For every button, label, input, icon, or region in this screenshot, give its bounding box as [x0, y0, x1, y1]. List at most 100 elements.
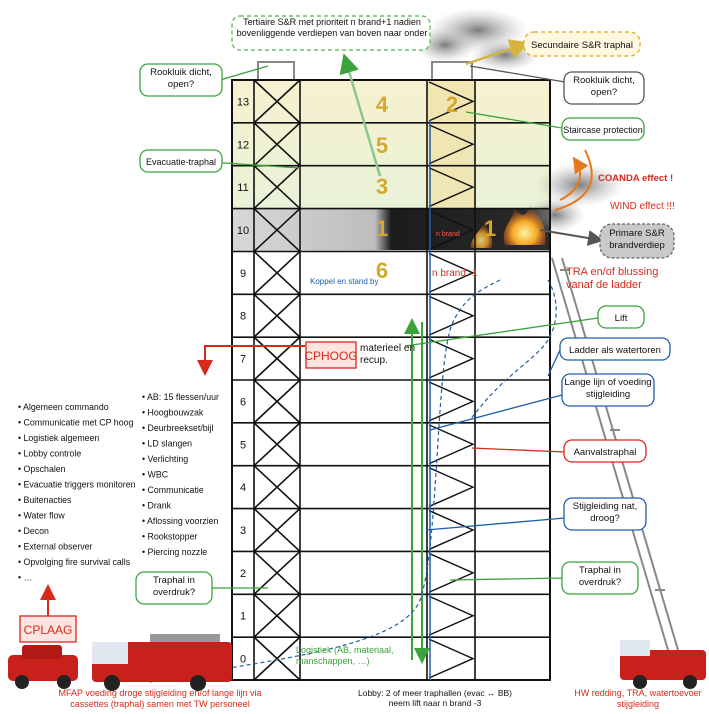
stair-right-floor-12: [428, 124, 475, 165]
n-brand-label: n brand: [436, 231, 460, 238]
tra-text: TRA en/of blussing vanaf de ladder: [566, 266, 659, 291]
list-item: • External observer: [18, 542, 93, 552]
rookluik-right-text: Rookluik dicht, open?: [573, 75, 635, 98]
callout-rookluik-left: Rookluik dicht, open?: [139, 63, 223, 97]
floor-number: 9: [240, 268, 246, 280]
priority-1-right: 1: [484, 216, 496, 241]
coanda-label: COANDA effect !: [598, 173, 673, 184]
hw-text: HW redding, TRA, watertoevoer stijgleidi…: [574, 688, 702, 709]
floor-number: 13: [237, 96, 249, 108]
list-item: • WBC: [142, 470, 169, 480]
list-item: • Logistiek algemeen: [18, 433, 99, 443]
floor-number: 1: [240, 611, 246, 623]
stair-left-floor-2: [253, 550, 301, 595]
list-item: • AB: 15 flessen/uur: [142, 392, 219, 402]
logistiek-text: Logistiek (AB, materiaal, manschappen, ……: [296, 645, 394, 666]
callout-evacuatie-traphal: Evacuatie-traphal: [139, 149, 223, 173]
stair-left-floor-3: [253, 507, 301, 553]
left-task-list: • Algemeen commando• Communicatie met CP…: [18, 402, 136, 583]
primary-text: Primare S&R brandverdiep: [609, 228, 665, 251]
fire-truck-right-icon: [620, 640, 706, 689]
stair-right-floor-3: [428, 509, 475, 551]
staircase-protection-text: Staircase protection: [563, 125, 643, 135]
fire-truck-left-icon: [8, 634, 232, 691]
stair-right-floor-9: [428, 252, 475, 293]
floor-number: 4: [240, 482, 246, 494]
mfap-text: MFAP voeding droge stijgleiding en/of la…: [58, 688, 262, 709]
tertiary-text: Tertiaire S&R met prioriteit n brand+1 n…: [236, 17, 428, 38]
stair-left-floor-8: [253, 293, 301, 338]
lange-lijn-text: Lange lijn of voeding stijgleiding: [564, 377, 652, 400]
stair-left-floor-9: [253, 250, 301, 295]
floor-number: 10: [237, 225, 249, 237]
floor-number: 0: [240, 654, 246, 666]
callout-stijgleiding: Stijgleiding nat, droog?: [563, 497, 647, 531]
stair-left-floor-0: [253, 636, 301, 681]
list-item: • LD slangen: [142, 439, 192, 449]
priority-5: 5: [376, 133, 388, 158]
stair-right-floor-0: [428, 638, 475, 679]
stair-left-floor-1: [253, 593, 301, 638]
stair-left-floor-11: [253, 165, 301, 210]
priority-1-left: 1: [376, 216, 388, 241]
list-item: • Opvolging fire survival calls: [18, 557, 131, 567]
cp-laag-text: CPLAAG: [24, 623, 73, 637]
roof-hatches: [257, 61, 473, 81]
callout-primary: Primare S&R brandverdiep: [599, 223, 675, 259]
list-item: • Lobby controle: [18, 449, 81, 459]
stair-right-floor-11: [428, 167, 475, 208]
list-item: • Evacuatie triggers monitoren: [18, 480, 136, 490]
callout-lange-lijn: Lange lijn of voeding stijgleiding: [561, 373, 655, 407]
list-item: • Communicatie: [142, 485, 204, 495]
cp-laag-badge: CPLAAG: [19, 615, 77, 643]
lobby-text: Lobby: 2 of meer traphallen (evac ↔ BB) …: [357, 688, 513, 708]
wind-label: WIND effect !!!: [610, 201, 675, 212]
stair-right-floor-2: [428, 552, 475, 593]
traphal-right-text: Traphal in overdruk?: [578, 565, 622, 588]
list-item: • Water flow: [18, 511, 65, 521]
callout-ladder: Ladder als watertoren: [559, 337, 671, 361]
floor-number: 2: [240, 568, 246, 580]
list-item: • …: [18, 573, 32, 583]
stair-right-floor-5: [428, 424, 475, 465]
list-item: • Aflossing voorzien: [142, 516, 219, 526]
stijgleiding-text: Stijgleiding nat, droog?: [572, 501, 638, 524]
riser-lines: [149, 120, 557, 683]
callout-staircase-protection: Staircase protection: [561, 117, 645, 141]
stair-right-floor-4: [428, 467, 475, 508]
staircase-cross-icons: [253, 79, 475, 681]
floor-number: 7: [240, 354, 246, 366]
building-background: [232, 80, 550, 250]
callout-aanvalstraphal: Aanvalstraphal: [563, 439, 647, 463]
list-item: • Rookstopper: [142, 532, 197, 542]
floor-number: 5: [240, 439, 246, 451]
stair-right-floor-10: [428, 209, 475, 251]
evacuatie-traphal-text: Evacuatie-traphal: [146, 157, 216, 167]
list-item: • Decon: [18, 526, 49, 536]
callout-connectors: [209, 39, 604, 589]
koppel-label: Koppel en stand by: [310, 277, 379, 286]
stair-left-floor-4: [253, 465, 301, 510]
list-item: • Communicatie met CP hoog: [18, 418, 133, 428]
callout-traphal-left: Traphal in overdruk?: [135, 571, 213, 605]
priority-numbers: 4 5 3 2 1 1 6: [376, 92, 496, 283]
stair-left-floor-6: [253, 379, 301, 424]
floor-number: 3: [240, 525, 246, 537]
stair-right-floor-7: [428, 338, 475, 379]
callout-secondary: Secundaire S&R traphal: [523, 31, 641, 57]
callout-lift: Lift: [597, 305, 645, 329]
callout-tertiary: Tertiaire S&R met prioriteit n brand+1 n…: [231, 15, 431, 51]
stair-left-floor-13: [253, 79, 301, 124]
stair-left-floor-12: [253, 122, 301, 167]
list-item: • Hoogbouwzak: [142, 408, 204, 418]
lift-text: Lift: [615, 313, 628, 324]
priority-3: 3: [376, 174, 388, 199]
floor-number: 6: [240, 396, 246, 408]
floor-number: 11: [237, 182, 248, 194]
cp-hoog-text: CPHOOG: [304, 349, 357, 363]
list-item: • Deurbreekset/bijl: [142, 423, 214, 433]
stair-left-floor-10: [253, 207, 301, 253]
